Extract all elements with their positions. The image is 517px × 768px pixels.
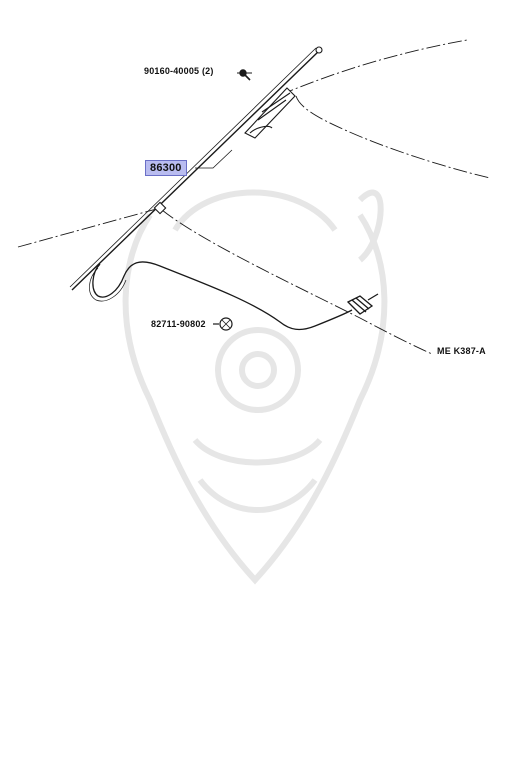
- leader-lines: [195, 149, 233, 169]
- body-outline: [17, 39, 491, 355]
- antenna-cable: [89, 261, 379, 331]
- diagram-reference-code: ME K387-A: [437, 346, 486, 356]
- part-label-antenna-highlighted[interactable]: 86300: [145, 160, 187, 176]
- bolt-icon: [237, 69, 252, 81]
- clamp-icon: [213, 317, 233, 331]
- antenna-mast: [69, 46, 323, 291]
- part-label-clamp[interactable]: 82711-90802: [151, 319, 206, 329]
- part-label-bolt[interactable]: 90160-40005 (2): [144, 66, 214, 76]
- watermark-emblem: [122, 189, 388, 585]
